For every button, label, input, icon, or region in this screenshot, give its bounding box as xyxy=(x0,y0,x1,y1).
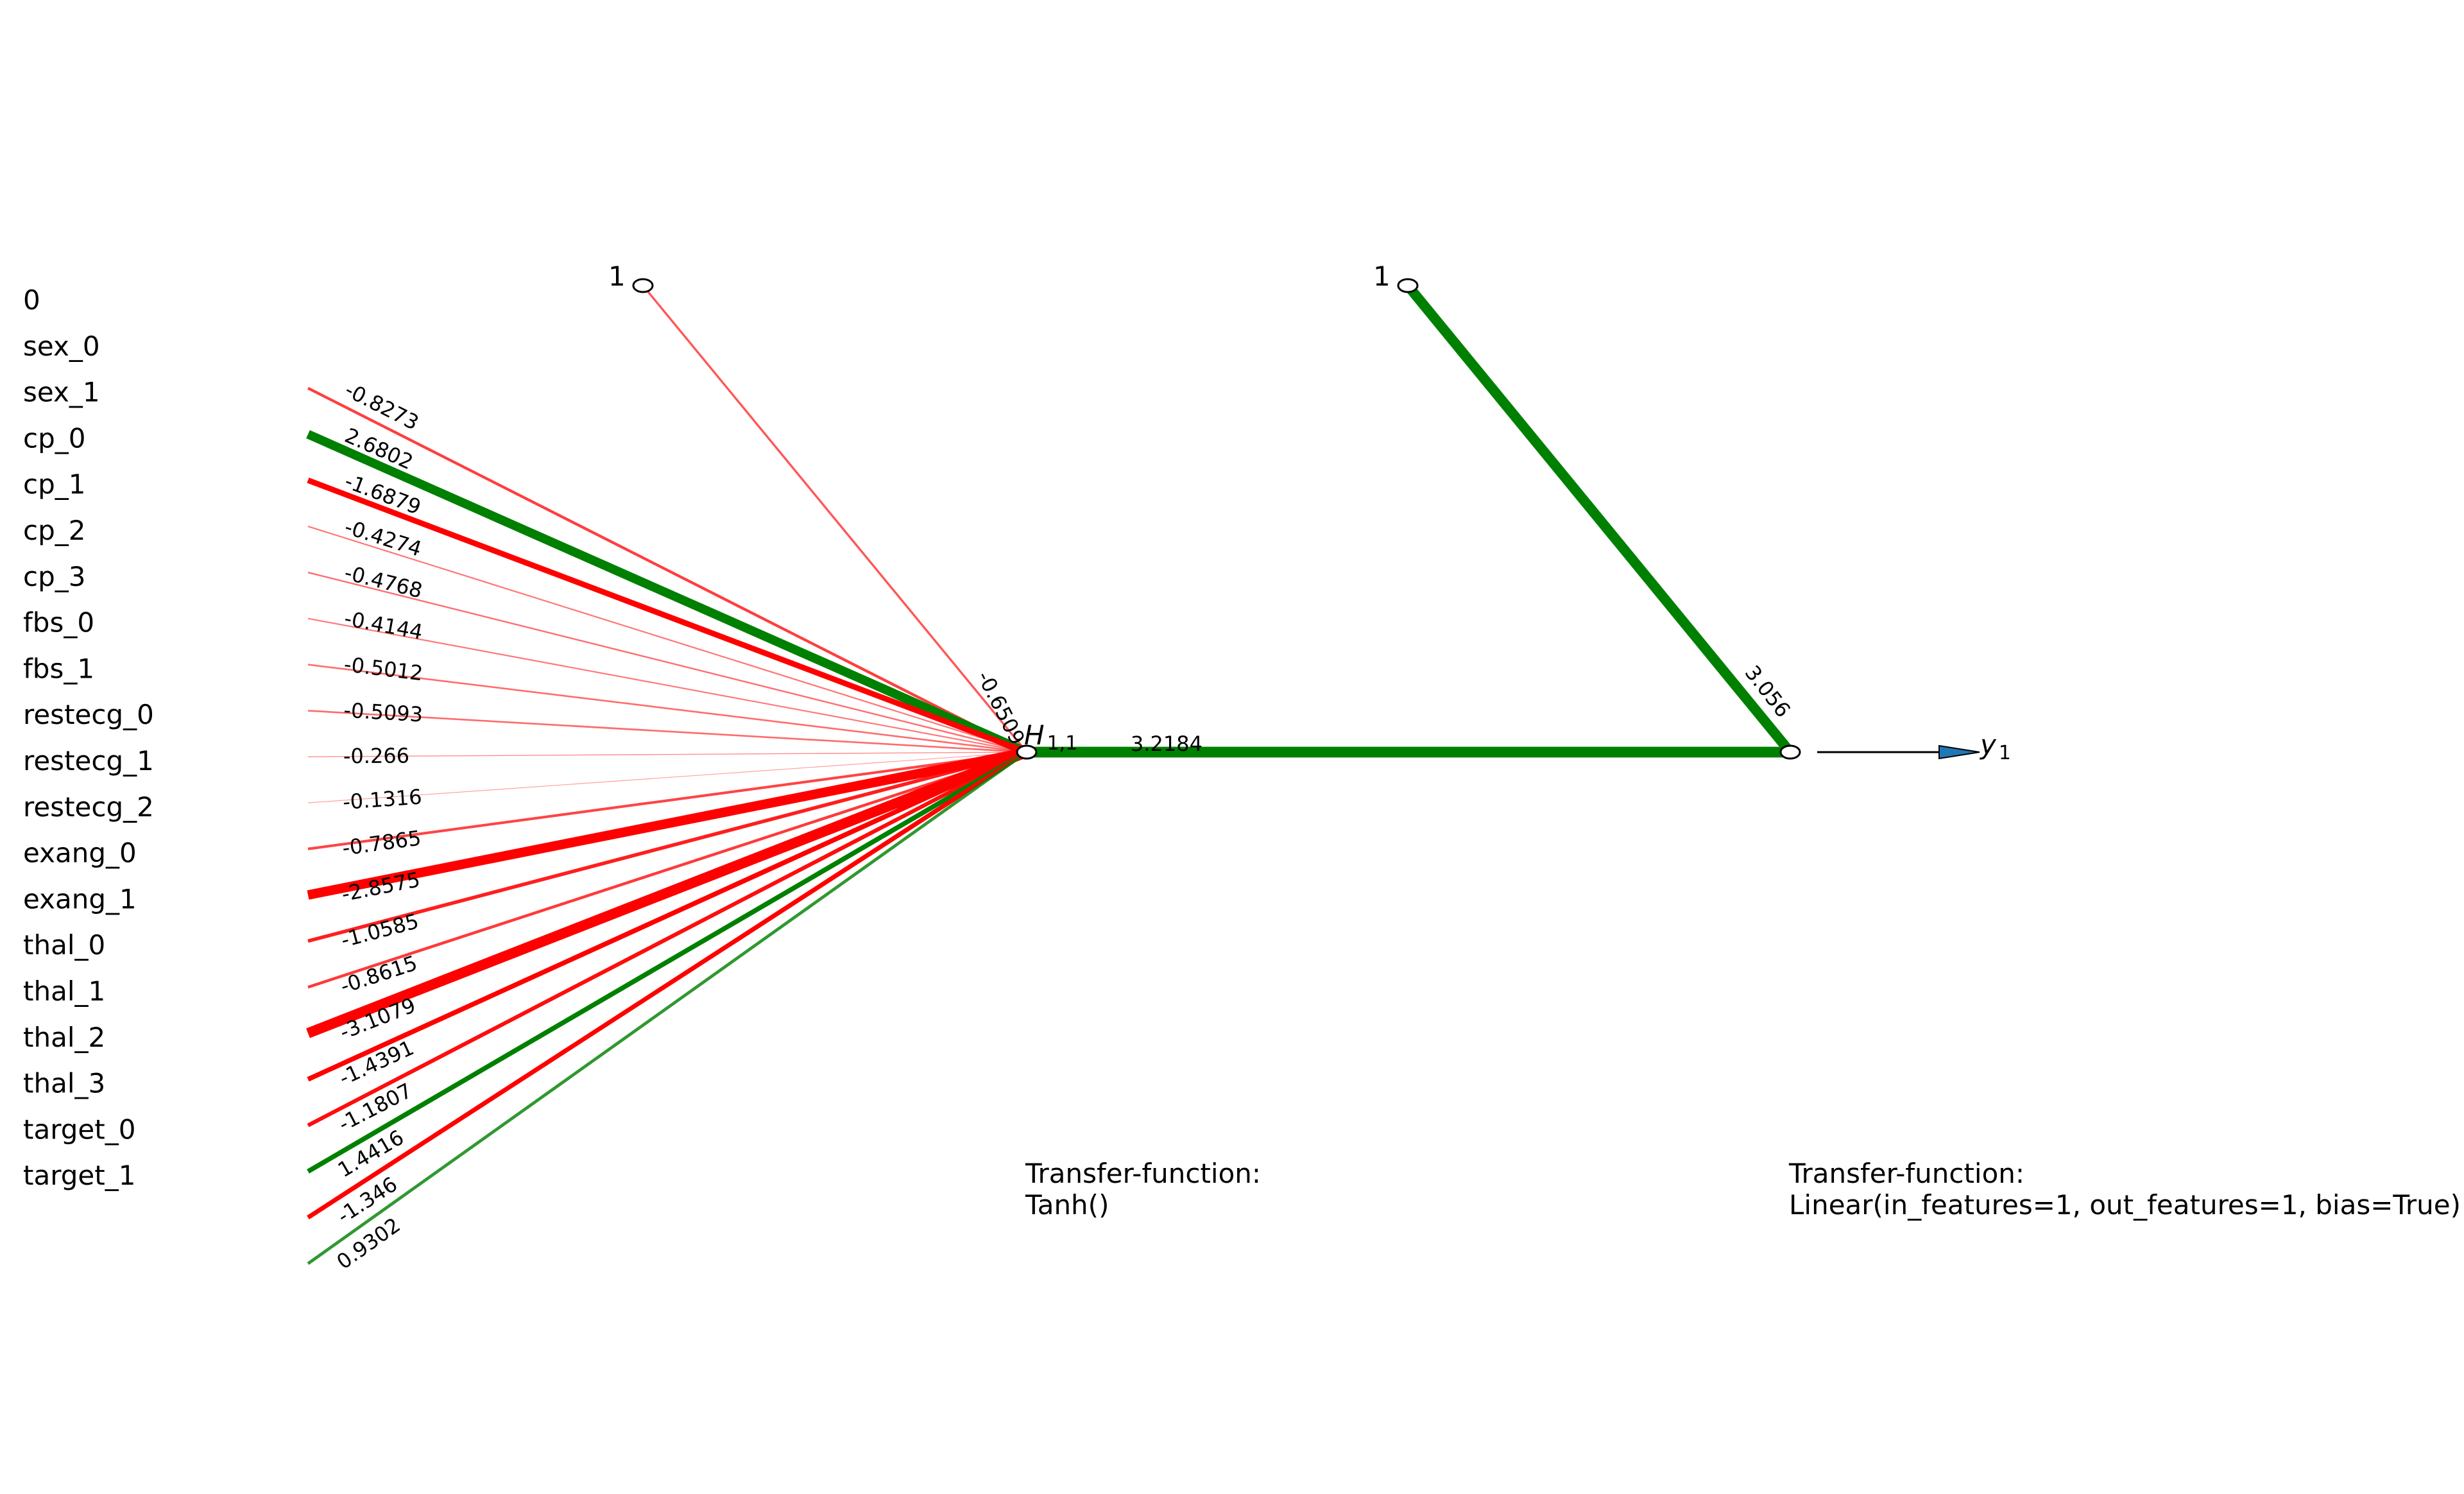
input-label: target_1 xyxy=(23,1160,135,1191)
input-weight-label: -0.5093 xyxy=(343,698,424,726)
output-bias-edge xyxy=(1403,282,1795,756)
input-label: exang_1 xyxy=(23,883,137,914)
hidden-transfer-title: Transfer-function: xyxy=(1025,1158,1261,1189)
output-bias-label: 1 xyxy=(1373,261,1390,292)
input-label: thal_1 xyxy=(23,975,105,1007)
weight-labels: -0.82732.6802-1.6879-0.4274-0.4768-0.414… xyxy=(332,377,425,1274)
hidden-bias-label: 1 xyxy=(608,261,626,292)
input-edge xyxy=(307,750,1027,989)
input-label: thal_2 xyxy=(23,1022,105,1053)
input-edge xyxy=(307,750,1028,1220)
input-edge xyxy=(307,751,1027,757)
output-bias-node xyxy=(1397,278,1419,293)
input-weight-label: -0.4768 xyxy=(342,560,425,603)
output-transfer-title: Transfer-function: xyxy=(1788,1158,2024,1189)
input-label: target_0 xyxy=(23,1113,135,1145)
input-label: fbs_1 xyxy=(23,653,94,684)
input-edge xyxy=(306,747,1029,1038)
input-edge xyxy=(307,750,1027,850)
input-label: cp_2 xyxy=(23,515,85,546)
nodes-layer xyxy=(1016,278,1801,760)
input-label: 0 xyxy=(23,284,40,316)
input-edge xyxy=(307,477,1028,755)
input-label: exang_0 xyxy=(23,837,137,869)
input-weight-label: -2.8575 xyxy=(339,867,422,906)
input-edge xyxy=(307,750,1028,1174)
input-edge xyxy=(307,751,1028,1265)
input-label: cp_1 xyxy=(23,468,85,500)
input-weight-label: -0.4144 xyxy=(343,606,425,644)
input-edge xyxy=(307,750,1028,1128)
input-label: cp_3 xyxy=(23,561,85,592)
input-label: thal_0 xyxy=(23,929,105,961)
input-edge xyxy=(307,617,1027,753)
input-edge xyxy=(307,747,1028,900)
input-edge xyxy=(307,751,1027,803)
input-label: thal_3 xyxy=(23,1068,105,1099)
input-edge xyxy=(307,710,1027,753)
hidden-bias-node xyxy=(632,278,654,293)
input-label: sex_1 xyxy=(23,377,100,408)
input-edge xyxy=(307,664,1027,753)
input-weight-label: -0.5012 xyxy=(343,652,424,686)
output-arrow-head xyxy=(1938,744,1980,760)
edges-layer xyxy=(306,282,1795,1265)
input-edge xyxy=(307,750,1028,1082)
input-weight-label: -1.0585 xyxy=(338,909,421,952)
input-labels: 0 sex_0 sex_1 cp_0 cp_1 cp_2 cp_3 fbs_0 fbs_1res… xyxy=(23,284,154,1191)
input-label: restecg_2 xyxy=(23,791,154,823)
input-label: sex_0 xyxy=(23,331,100,362)
input-weight-label: -0.1316 xyxy=(342,784,423,814)
input-edge xyxy=(307,750,1027,943)
input-weight-label: -0.7865 xyxy=(341,826,422,861)
input-label: restecg_0 xyxy=(23,699,154,730)
output-transfer-function: Linear(in_features=1, out_features=1, bi… xyxy=(1789,1189,2461,1221)
hidden-to-output-weight-label: 3.2184 xyxy=(1131,732,1202,756)
input-label: fbs_0 xyxy=(23,607,94,639)
output-node xyxy=(1779,744,1801,760)
hidden-bias-edge xyxy=(642,284,1028,753)
input-edge xyxy=(307,386,1027,753)
input-edge xyxy=(306,430,1029,757)
output-bias-weight-label: 3.056 xyxy=(1740,661,1795,723)
hidden-node xyxy=(1016,744,1038,760)
input-label: cp_0 xyxy=(23,422,85,454)
input-edge xyxy=(307,571,1027,753)
input-label: restecg_1 xyxy=(23,745,154,777)
input-edge xyxy=(307,526,1027,753)
input-weight-label: -0.266 xyxy=(343,743,409,768)
hidden-transfer-function: Tanh() xyxy=(1025,1189,1109,1221)
